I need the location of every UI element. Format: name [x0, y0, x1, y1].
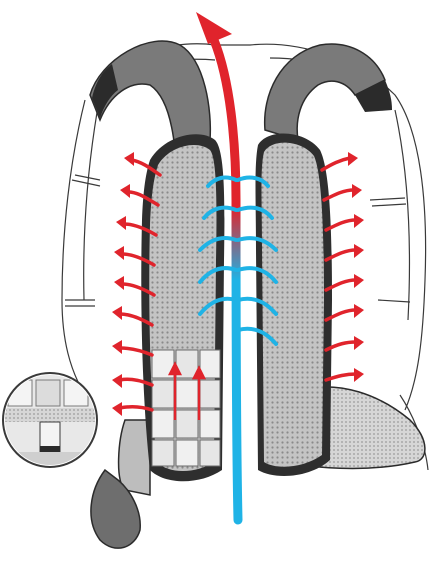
red-hot-air-arrow-icon — [118, 158, 162, 412]
right-shoulder-strap — [263, 43, 392, 142]
hip-belt — [90, 386, 426, 549]
foam-block-grid — [151, 349, 221, 467]
blue-central-airflow-arrow-icon — [196, 12, 278, 525]
right-mesh-panel — [255, 133, 332, 476]
red-arrowheads-right — [348, 152, 364, 382]
red-hot-air-arrow-icon — [167, 361, 207, 420]
red-arrowheads-left — [112, 152, 134, 416]
left-shoulder-strap — [89, 40, 212, 151]
red-hot-air-arrow-icon — [320, 156, 358, 382]
magnifier-inset-icon — [2, 372, 98, 468]
